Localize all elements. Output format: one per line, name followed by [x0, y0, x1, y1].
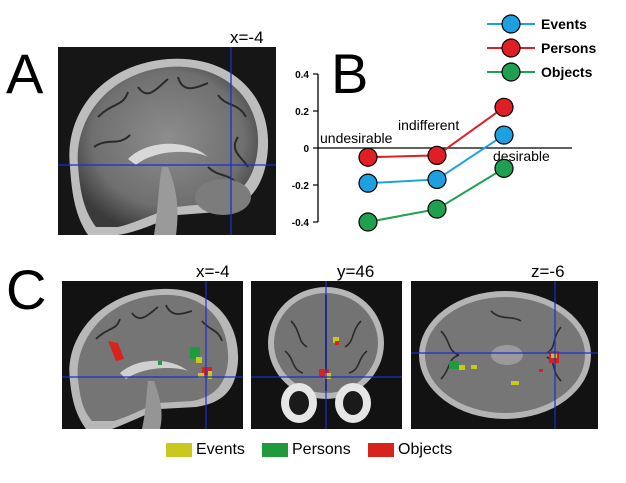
objects-swatch	[368, 443, 394, 457]
panel-c-axial-slice	[411, 281, 598, 429]
data-point	[494, 97, 514, 117]
persons-swatch	[262, 443, 288, 457]
sagittal-slice-image	[62, 281, 243, 429]
category-label: indifferent	[398, 117, 459, 133]
panel-c-sagittal-slice	[62, 281, 243, 429]
category-label: undesirable	[320, 130, 393, 146]
data-point	[427, 199, 447, 219]
y-tick-label: -0.4	[292, 218, 310, 229]
legend-label: Events	[541, 16, 587, 32]
panel-c-coronal-slice	[251, 281, 402, 429]
panel-c-coordinate-z: z=-6	[531, 262, 565, 281]
y-tick-label: 0	[303, 144, 309, 155]
legend-marker	[501, 62, 521, 82]
panel-label-c: C	[6, 258, 47, 321]
panel-c-legend-events: Events	[166, 441, 245, 459]
data-point	[358, 147, 378, 167]
data-point	[494, 125, 514, 145]
panel-c-legend-persons: Persons	[262, 441, 351, 459]
panel-a-sagittal-mri	[58, 47, 276, 235]
data-point	[427, 169, 447, 190]
legend-marker	[501, 38, 521, 58]
legend-label: Objects	[541, 64, 593, 80]
y-tick-label: 0.2	[295, 107, 309, 118]
legend-label: Persons	[292, 441, 351, 458]
panel-a-coordinate: x=-4	[230, 28, 264, 47]
panel-c-coordinate-y: y=46	[337, 262, 375, 281]
panel-c-coordinate-x: x=-4	[196, 262, 230, 281]
y-tick-label: 0.4	[295, 70, 309, 81]
legend-label: Events	[196, 441, 245, 458]
coronal-slice-image	[251, 281, 402, 429]
panel-label-a: A	[6, 42, 44, 105]
panel-c-legend-objects: Objects	[368, 441, 452, 459]
panel-label-b: B	[331, 42, 369, 105]
legend-label: Objects	[398, 441, 453, 458]
data-point	[358, 212, 378, 232]
legend-marker	[501, 14, 521, 34]
data-point	[427, 145, 447, 165]
legend-label: Persons	[541, 40, 596, 56]
events-swatch	[166, 443, 192, 457]
data-point	[494, 158, 514, 178]
data-point	[358, 173, 378, 193]
y-tick-label: -0.2	[292, 181, 310, 192]
axial-slice-image	[411, 281, 598, 429]
sagittal-brain-image	[58, 47, 276, 235]
panel-b-line-chart: 0.40.20-0.2-0.4undesirableindifferentdes…	[292, 14, 596, 232]
